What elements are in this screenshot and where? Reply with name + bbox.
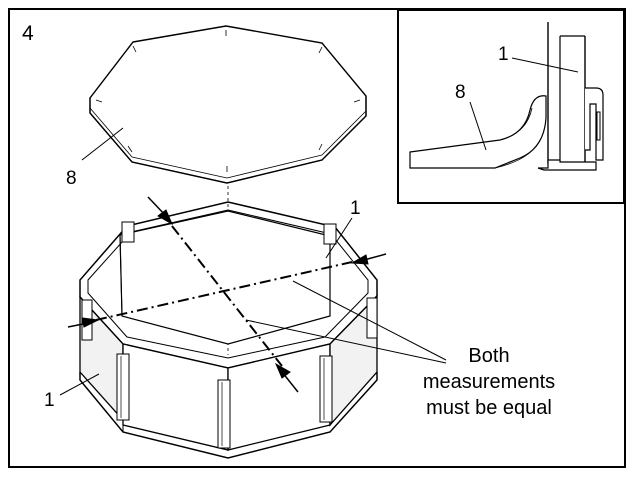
wall-label-leader-upper — [325, 217, 353, 259]
measure-arrows — [67, 196, 387, 393]
diagonal-measure-b — [95, 261, 353, 321]
inset-detail — [397, 9, 625, 204]
wall-part-label-upper: 1 — [350, 198, 361, 219]
note-leader-b — [245, 319, 447, 364]
top-cover-panel — [89, 25, 367, 184]
inset-cover-label: 8 — [455, 82, 466, 103]
cover-label-leader — [81, 127, 124, 161]
diagonal-measure-a — [171, 225, 283, 367]
note-leader-a — [292, 280, 447, 361]
step-number: 4 — [22, 22, 34, 45]
note-line-1: Both — [468, 345, 509, 367]
wall-label-leader-lower — [59, 373, 100, 396]
wall-part-label-lower: 1 — [44, 390, 55, 411]
cover-part-label: 8 — [66, 168, 77, 189]
note-line-2: measurements — [423, 371, 555, 393]
inset-wall-label: 1 — [498, 44, 509, 65]
note-line-3: must be equal — [426, 397, 552, 419]
